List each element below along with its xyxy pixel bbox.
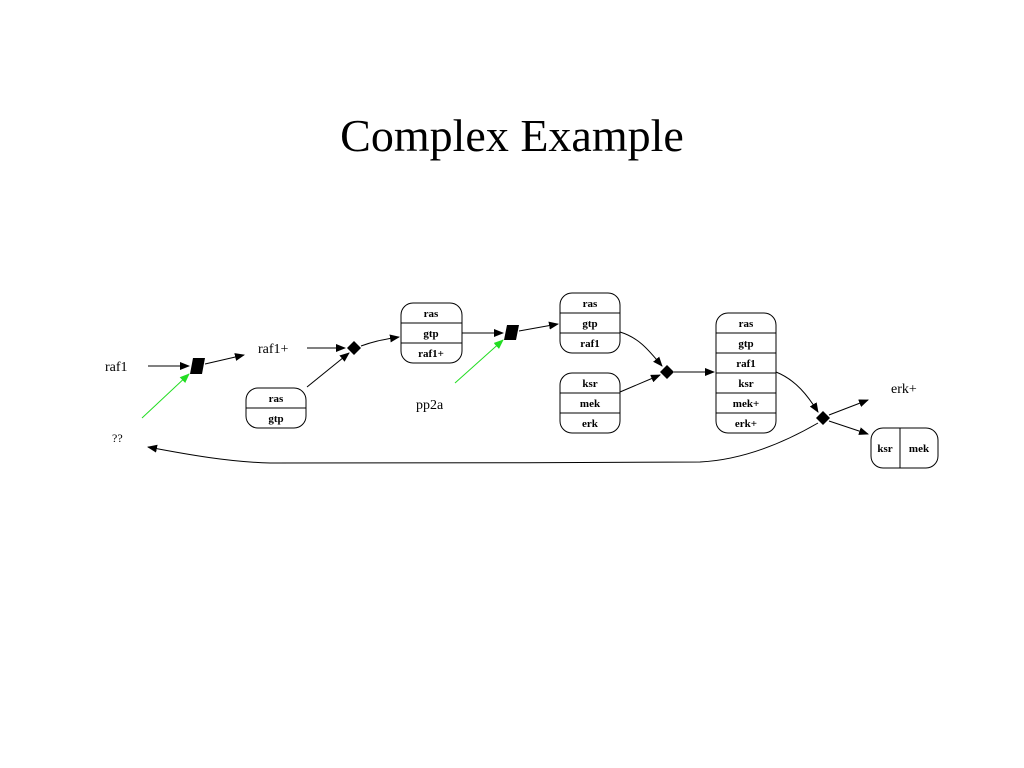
node-pp2a: pp2a <box>416 398 444 413</box>
cell-ksr: ksr <box>738 378 753 390</box>
association-node-1 <box>347 341 361 355</box>
cell-ras: ras <box>583 298 598 310</box>
cell-mek-plus: mek+ <box>733 398 759 410</box>
node-unknown: ?? <box>112 431 123 445</box>
cell-gtp: gtp <box>582 318 597 330</box>
dissociation-node <box>816 411 830 425</box>
cell-ras: ras <box>739 318 754 330</box>
process-node-1 <box>190 358 205 374</box>
cell-ras: ras <box>424 308 439 320</box>
complex-ras-gtp-raf1-ksr-mek-erk: ras gtp raf1 ksr mek+ erk+ <box>715 312 777 434</box>
cell-erk: erk <box>582 418 599 430</box>
slide-title: Complex Example <box>340 110 684 161</box>
cell-mek: mek <box>909 443 930 455</box>
cell-ksr: ksr <box>582 378 597 390</box>
complex-ras-gtp-raf1-plus: ras gtp raf1+ <box>400 302 463 364</box>
node-raf1: raf1 <box>105 360 128 375</box>
process-node-2 <box>504 325 519 340</box>
complex-ras-gtp: ras gtp <box>245 387 307 429</box>
node-raf1-plus: raf1+ <box>258 342 289 357</box>
cell-erk-plus: erk+ <box>735 418 757 430</box>
complex-ksr-mek-erk: ksr mek erk <box>559 372 621 434</box>
complex-ksr-mek: ksr mek <box>870 427 939 469</box>
cell-raf1-plus: raf1+ <box>418 348 444 360</box>
edges <box>141 321 869 464</box>
node-erk-plus: erk+ <box>891 382 917 397</box>
association-node-2 <box>660 365 674 379</box>
complex-ras-gtp-raf1: ras gtp raf1 <box>559 292 621 354</box>
cell-ras: ras <box>269 393 284 405</box>
cell-raf1: raf1 <box>580 338 600 350</box>
cell-gtp: gtp <box>738 338 753 350</box>
cell-ksr: ksr <box>877 443 892 455</box>
cell-raf1: raf1 <box>736 358 756 370</box>
cell-gtp: gtp <box>423 328 438 340</box>
cell-gtp: gtp <box>268 413 283 425</box>
cell-mek: mek <box>580 398 601 410</box>
